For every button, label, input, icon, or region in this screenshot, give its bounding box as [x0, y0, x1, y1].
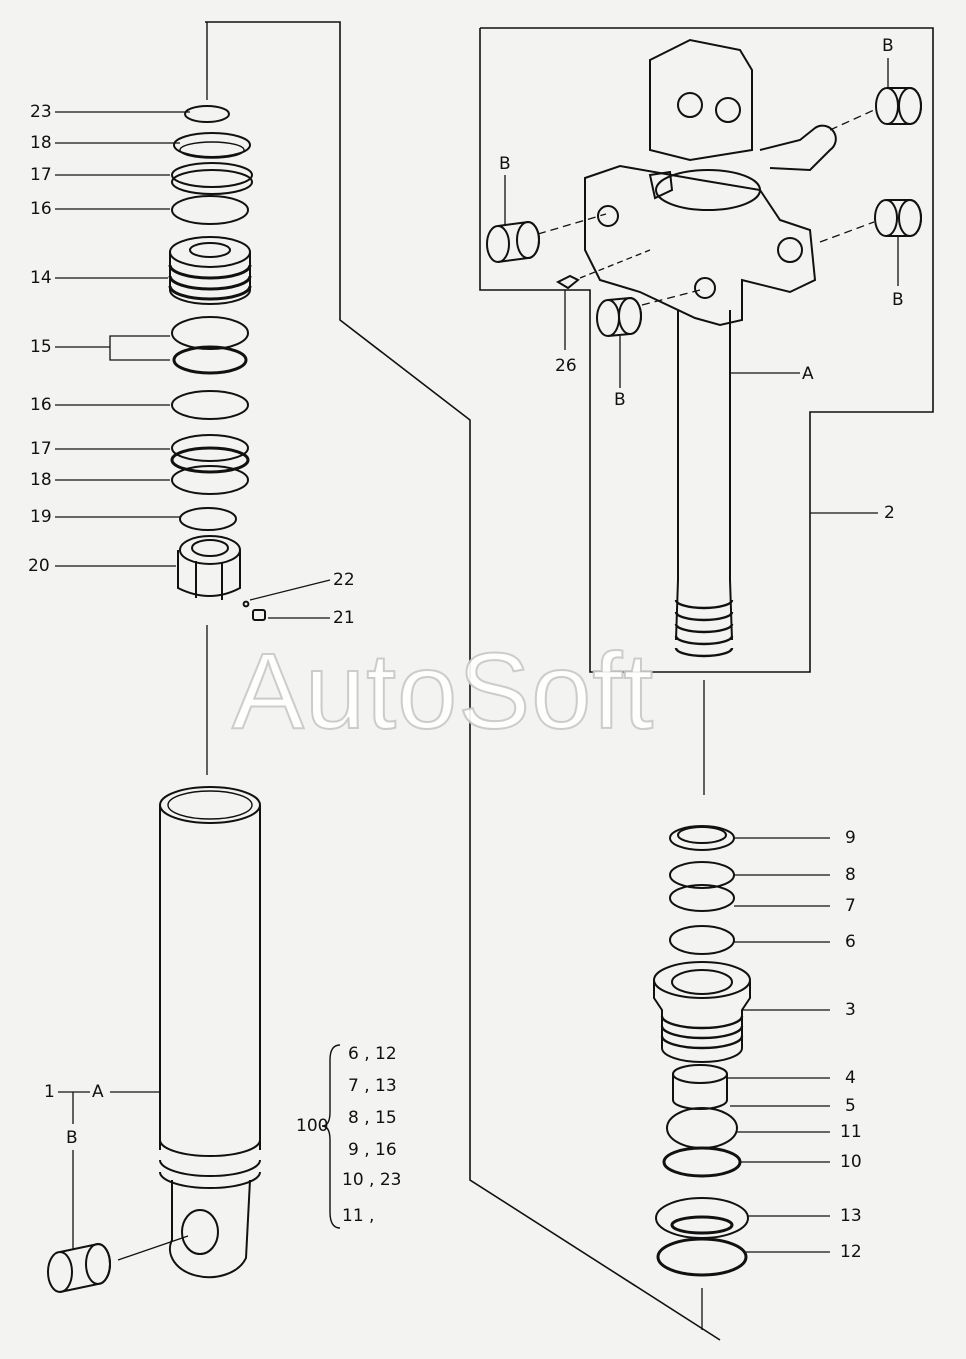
kit-row: 9 , 16: [348, 1140, 397, 1160]
callout-3: 3: [845, 1000, 856, 1020]
callout-2: 2: [884, 503, 895, 523]
callout-10: 10: [840, 1152, 862, 1172]
callout-a-rod: A: [802, 364, 814, 384]
kit-row: 6 , 12: [348, 1044, 397, 1064]
callout-12: 12: [840, 1242, 862, 1262]
callout-21: 21: [333, 608, 355, 628]
kit-label: 100: [296, 1116, 329, 1136]
callout-6: 6: [845, 932, 856, 952]
callout-b-cylinder: B: [66, 1128, 78, 1148]
callout-18-lower: 18: [30, 470, 52, 490]
callout-5: 5: [845, 1096, 856, 1116]
rod-group-boundary: [479, 27, 934, 673]
callout-1: 1: [44, 1082, 55, 1102]
left-group-boundary: [205, 21, 721, 1341]
callout-23: 23: [30, 102, 52, 122]
callout-b-bottom: B: [614, 390, 626, 410]
callout-19: 19: [30, 507, 52, 527]
watermark: AutoSoft: [231, 629, 655, 752]
callout-16: 16: [30, 199, 52, 219]
callout-22: 22: [333, 570, 355, 590]
callout-20: 20: [28, 556, 50, 576]
callout-b-top-right: B: [882, 36, 894, 56]
callout-7: 7: [845, 896, 856, 916]
callout-14: 14: [30, 268, 52, 288]
kit-row: 10 , 23: [342, 1170, 402, 1190]
callout-18: 18: [30, 133, 52, 153]
callout-11: 11: [840, 1122, 862, 1142]
callout-4: 4: [845, 1068, 856, 1088]
callout-9: 9: [845, 828, 856, 848]
kit-row: 8 , 15: [348, 1108, 397, 1128]
callout-b-right: B: [892, 290, 904, 310]
callout-17-lower: 17: [30, 439, 52, 459]
callout-15: 15: [30, 337, 52, 357]
callout-13: 13: [840, 1206, 862, 1226]
callout-16-lower: 16: [30, 395, 52, 415]
callout-17: 17: [30, 165, 52, 185]
callout-a-cylinder: A: [92, 1082, 104, 1102]
kit-row: 7 , 13: [348, 1076, 397, 1096]
kit-row: 11 ,: [342, 1206, 375, 1226]
callout-b-left: B: [499, 154, 511, 174]
callout-8: 8: [845, 865, 856, 885]
callout-26: 26: [555, 356, 577, 376]
